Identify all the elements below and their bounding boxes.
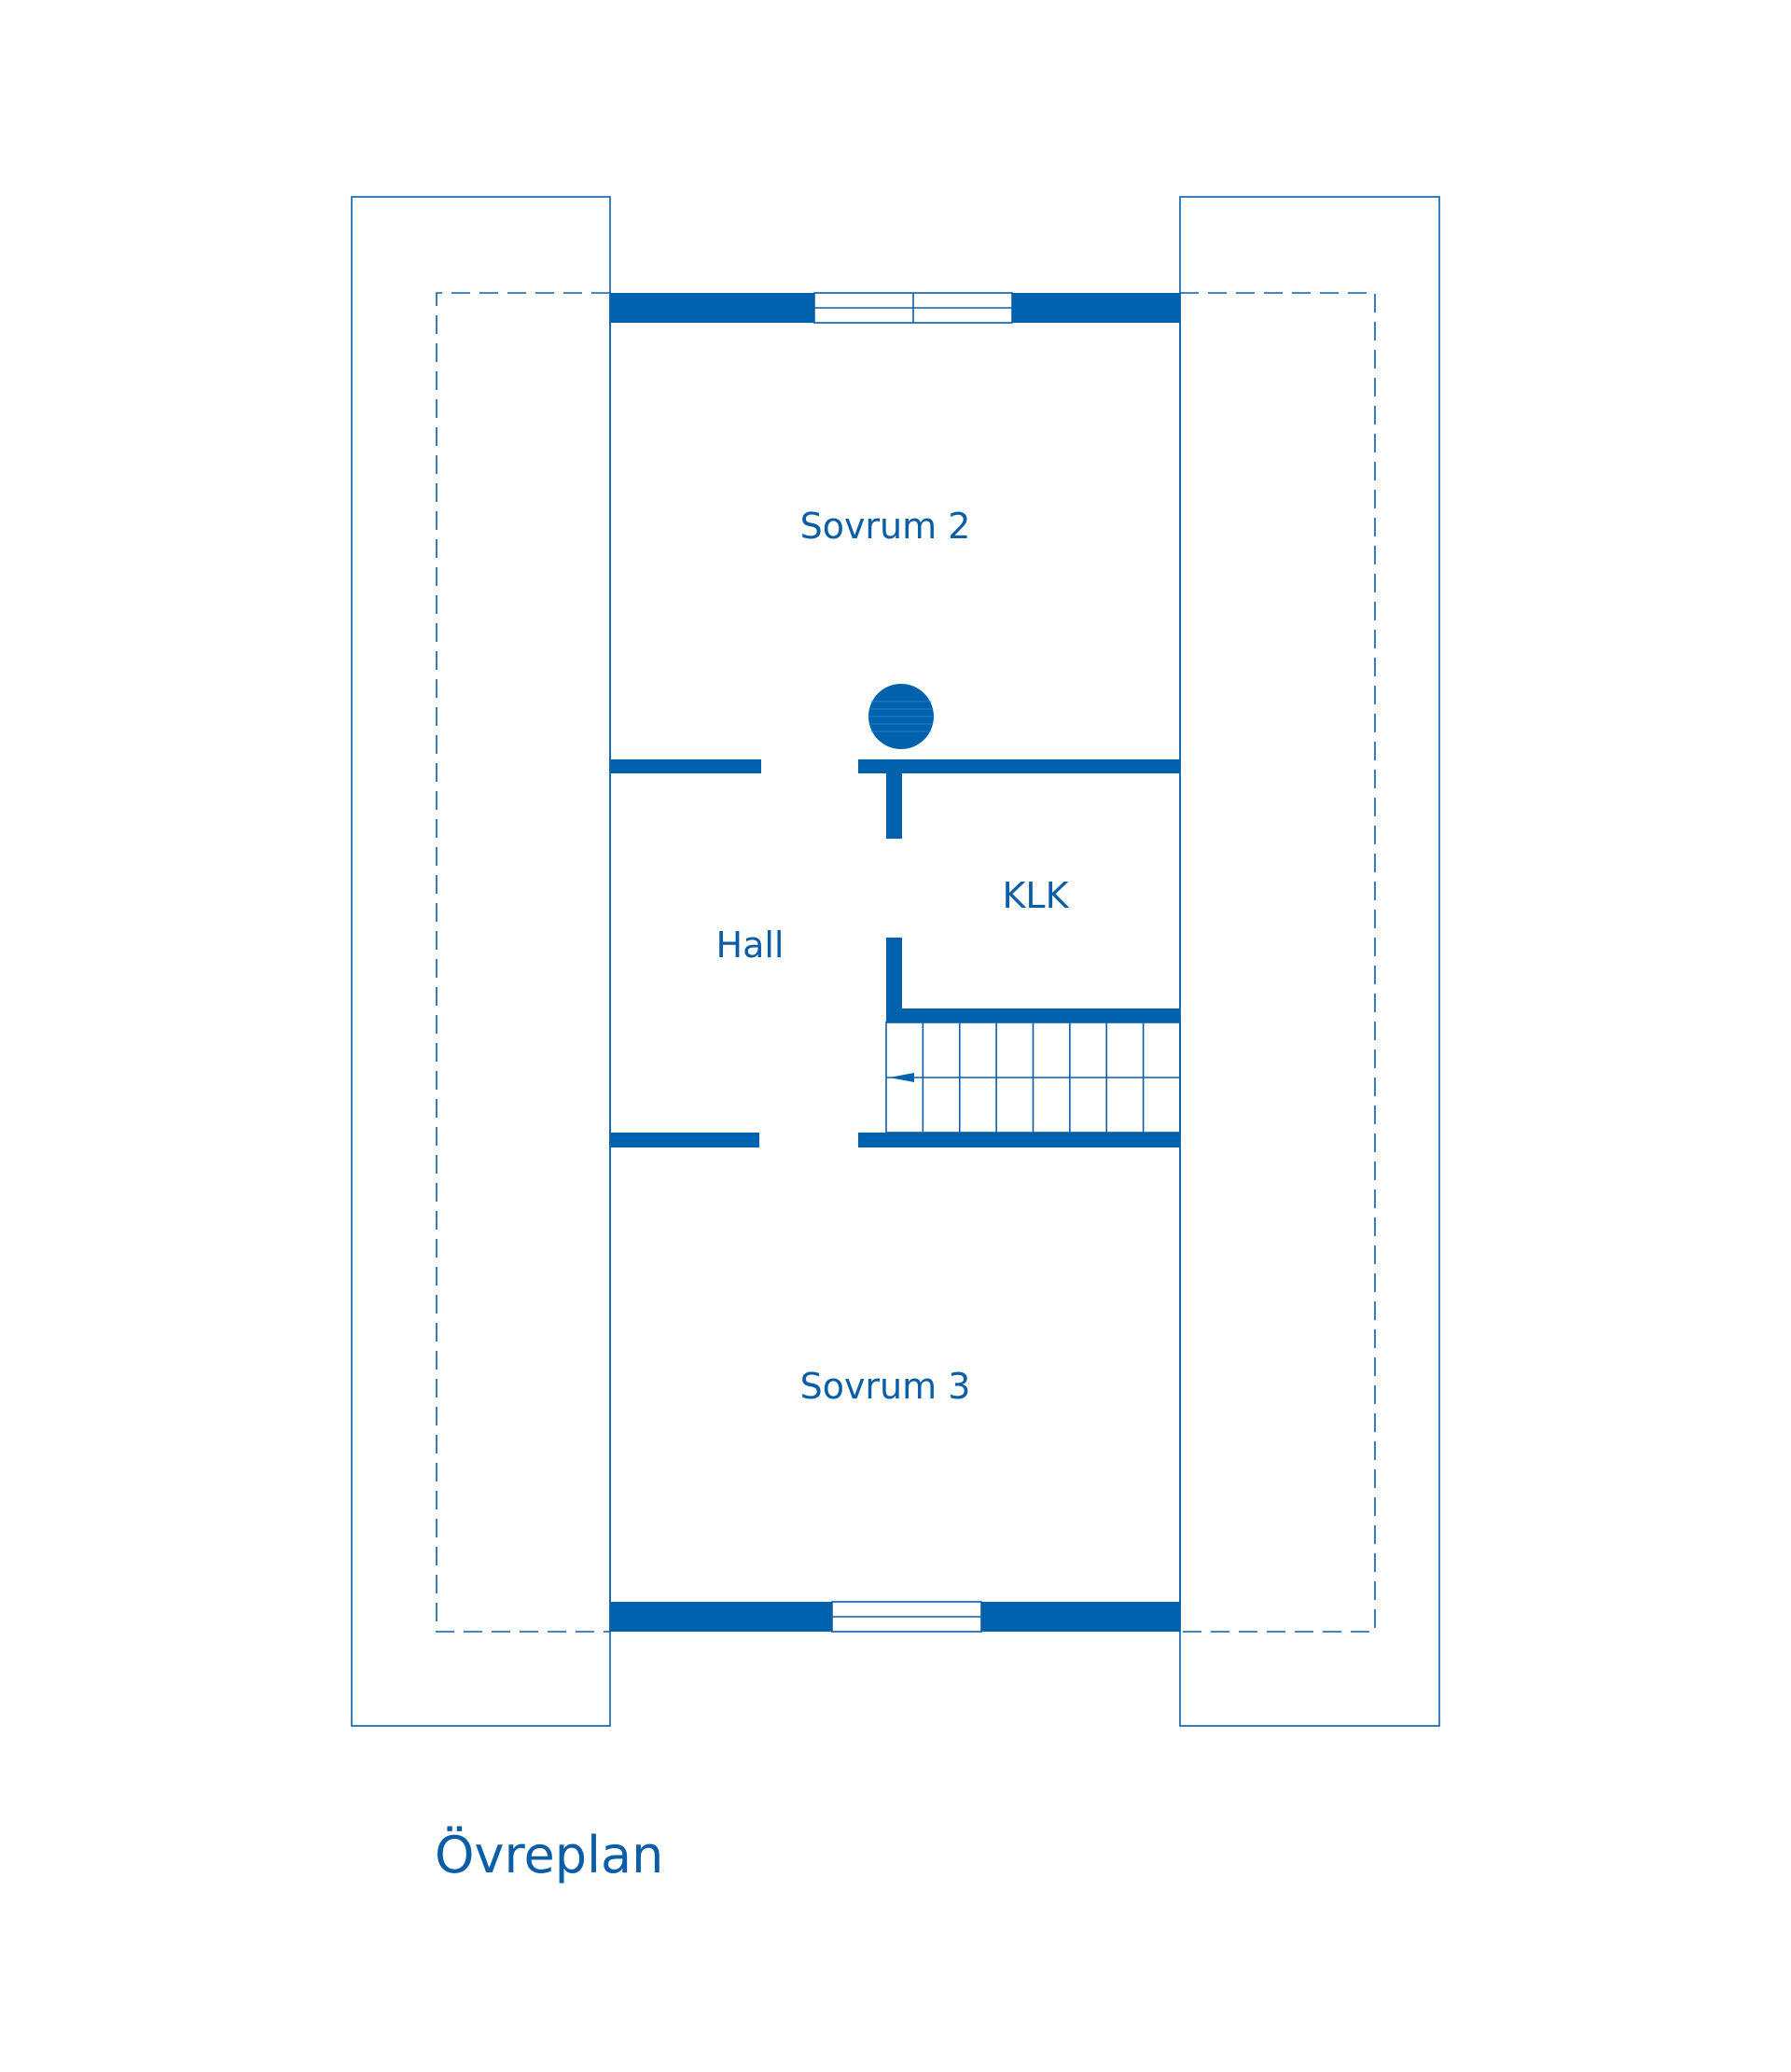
top-wall-left (610, 293, 814, 323)
left-roof-wing (351, 196, 611, 1727)
wall-stair-top (886, 1008, 1180, 1022)
wall-klk-left-lower (886, 938, 902, 1010)
chimney-icon (868, 684, 934, 749)
room-label-klk: KLK (1002, 875, 1069, 916)
wall-hall-top-left (610, 759, 761, 773)
bottom-wall-right (981, 1602, 1180, 1632)
eave-line-left (436, 292, 610, 1633)
room-label-hall: Hall (716, 925, 784, 966)
stairs (885, 1022, 1181, 1133)
plan-title: Övreplan (435, 1826, 663, 1884)
wall-hall-bottom-left (610, 1133, 759, 1147)
stair-direction-arrow-icon (889, 1073, 914, 1082)
wall-klk-top (858, 759, 1180, 773)
top-window (813, 292, 1013, 324)
bottom-window (831, 1601, 982, 1633)
wall-klk-left-upper (886, 773, 902, 839)
room-label-sovrum-2: Sovrum 2 (800, 506, 971, 547)
right-roof-wing (1179, 196, 1440, 1727)
eave-line-right (1180, 292, 1376, 1633)
bottom-wall-left (610, 1602, 832, 1632)
room-label-sovrum-3: Sovrum 3 (800, 1366, 971, 1407)
top-wall-right (1012, 293, 1180, 323)
wall-hall-bottom-right (858, 1133, 1180, 1147)
